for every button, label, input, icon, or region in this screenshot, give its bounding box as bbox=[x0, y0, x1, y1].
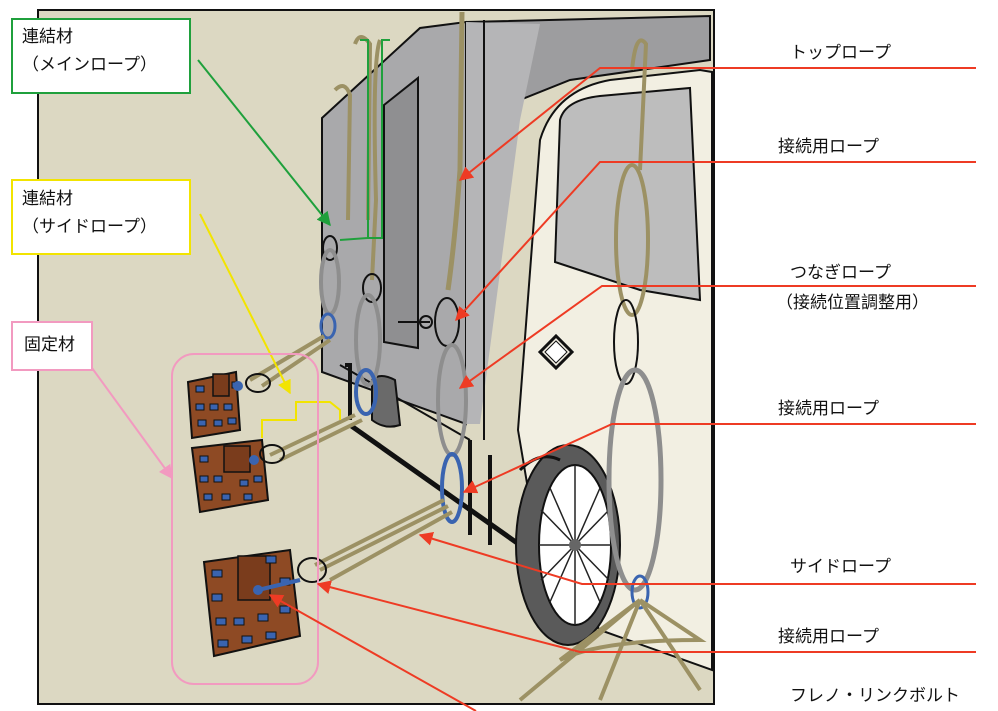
label-tsunagi-rope-note: （接続位置調整用） bbox=[776, 293, 929, 313]
side-rope-bracket bbox=[261, 401, 341, 438]
label-top-rope: トップロープ bbox=[790, 43, 891, 63]
leader-connect-rope-2 bbox=[462, 423, 976, 494]
label-tsunagi-rope: つなぎロープ bbox=[790, 263, 891, 283]
leader-side-rope bbox=[418, 531, 976, 585]
fixing-callout: 固定材 bbox=[24, 334, 75, 356]
label-connect-rope-3: 接続用ロープ bbox=[778, 627, 879, 647]
leader-connect-rope-3 bbox=[316, 580, 976, 653]
leader-connect-rope-1 bbox=[455, 161, 976, 322]
side-rope-callout-frame bbox=[11, 179, 191, 255]
fixing-callout-frame bbox=[11, 321, 93, 371]
main-rope-callout: 連結材 （メインロープ） bbox=[22, 26, 157, 76]
cab-rope-right bbox=[518, 38, 707, 702]
side-rope-leader bbox=[199, 213, 291, 395]
front-wheel bbox=[515, 444, 621, 646]
label-connect-rope-2: 接続用ロープ bbox=[778, 399, 879, 419]
rear-wheel bbox=[371, 375, 402, 428]
anchor-block-1 bbox=[186, 370, 271, 440]
leader-tsunagi-rope bbox=[458, 285, 976, 389]
leader-bolt bbox=[268, 594, 477, 711]
fixing-callout-title: 固定材 bbox=[24, 335, 75, 355]
label-connect-rope-1: 接続用ロープ bbox=[778, 137, 879, 157]
main-rope-leader bbox=[197, 59, 331, 227]
main-rope-callout-subtitle: （メインロープ） bbox=[22, 55, 157, 75]
main-rope-bracket bbox=[339, 39, 390, 241]
label-freno-link-bolt: フレノ・リンクボルト bbox=[790, 686, 960, 706]
main-rope-callout-frame bbox=[11, 18, 191, 94]
main-rope-left bbox=[319, 35, 382, 416]
label-side-rope: サイドロープ bbox=[790, 557, 891, 577]
fixing-group-frame bbox=[171, 353, 319, 685]
leader-top-rope bbox=[458, 67, 976, 181]
side-rope-callout-subtitle: （サイドロープ） bbox=[22, 217, 157, 237]
anchor-block-2 bbox=[190, 438, 285, 514]
fixing-leader bbox=[91, 367, 173, 480]
right-leaders bbox=[268, 67, 976, 711]
main-rope-callout-title: 連結材 bbox=[22, 27, 73, 47]
side-rope-callout: 連結材 （サイドロープ） bbox=[22, 188, 157, 238]
truck-chassis bbox=[345, 363, 522, 548]
side-ropes bbox=[248, 334, 453, 582]
anchor-block-3 bbox=[202, 548, 327, 658]
side-rope-callout-title: 連結材 bbox=[22, 189, 73, 209]
